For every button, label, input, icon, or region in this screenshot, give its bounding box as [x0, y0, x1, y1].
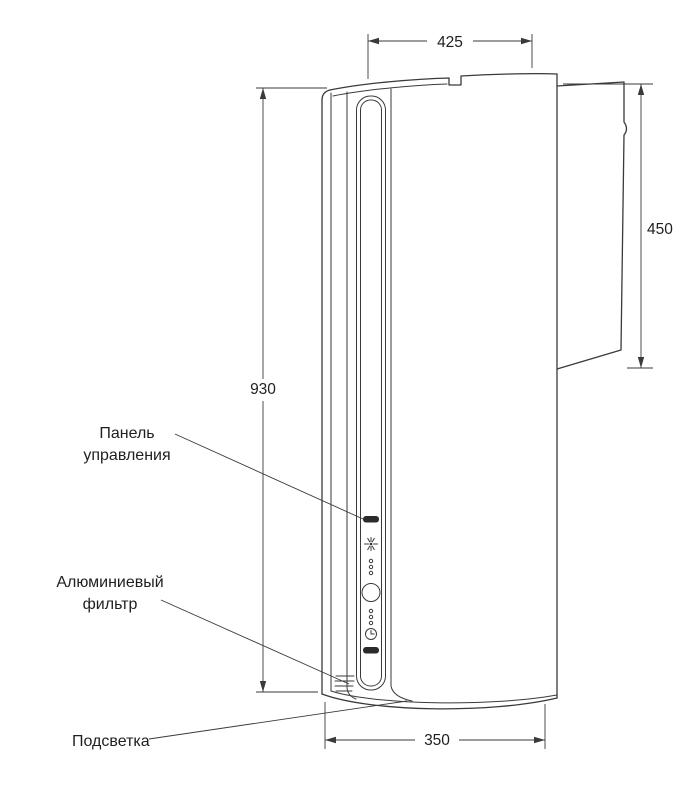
back-duct-panel — [556, 81, 628, 370]
hood-left-outer-edge — [321, 89, 331, 695]
control-panel-strip — [346, 88, 413, 702]
dimension-top-width-value: 425 — [437, 34, 463, 51]
strip-crease-right-line — [390, 88, 413, 702]
callout-backlight: Подсветка — [72, 700, 408, 750]
hood-top-edge — [329, 72, 558, 91]
strip-recess-left-line — [346, 91, 357, 700]
control-panel-leader-line — [174, 433, 364, 520]
aluminium-filter-label-line2: фильтр — [83, 596, 138, 613]
panel-button-bar-bottom — [363, 647, 379, 654]
filter-slats — [334, 675, 355, 692]
dimension-duct-height: 450 — [563, 83, 673, 369]
control-panel-label-line1: Панель — [99, 425, 154, 442]
dimension-top-width: 425 — [367, 31, 533, 79]
timer-icon — [365, 628, 377, 640]
strip-outer-outline — [356, 95, 386, 691]
aluminium-filter-label-line1: Алюминиевый — [56, 574, 163, 591]
aluminium-filter-leader-line — [160, 599, 350, 685]
control-panel-label-line2: управления — [83, 447, 170, 464]
backlight-leader-line — [148, 700, 408, 740]
backlight-label: Подсветка — [72, 733, 150, 750]
panel-button-bar-top — [363, 516, 379, 523]
dimension-bottom-width: 350 — [324, 702, 546, 750]
light-icon — [364, 537, 378, 551]
dimension-bottom-width-value: 350 — [424, 732, 450, 749]
speed-dots-lower — [368, 608, 374, 626]
bottom-rim-outer — [321, 693, 558, 710]
bottom-rim-inner — [330, 690, 558, 704]
hood-top-inner-line — [332, 83, 448, 97]
callout-aluminium-filter: Алюминиевый фильтр — [56, 574, 350, 685]
hood-body — [321, 72, 628, 710]
dimension-duct-height-value: 450 — [647, 221, 673, 238]
dimension-body-height-value: 930 — [250, 381, 276, 398]
strip-inner-outline — [360, 99, 382, 687]
speed-dots-upper — [368, 558, 374, 576]
control-knob-icon — [361, 583, 381, 602]
callout-control-panel: Панель управления — [83, 425, 364, 520]
dimension-body-height: 930 — [241, 87, 327, 693]
